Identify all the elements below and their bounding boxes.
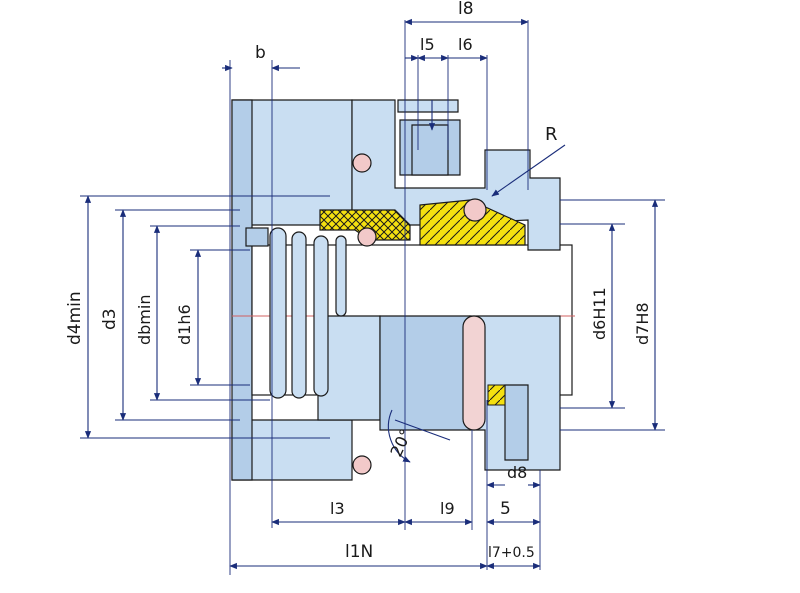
label-l6: l6 (458, 35, 473, 54)
label-d1h6: d1h6 (175, 304, 194, 345)
o-ring-inner (357, 227, 377, 247)
label-d8: d8 (507, 463, 527, 482)
o-ring-seat (463, 198, 487, 222)
label-l1N: l1N (345, 542, 373, 562)
label-d6H11: d6H11 (590, 287, 609, 340)
seat-face-lower (487, 384, 506, 406)
seat-lower (317, 315, 561, 471)
label-b: b (255, 43, 266, 63)
dimension-lines (80, 18, 665, 575)
label-l9: l9 (440, 499, 455, 518)
elastomer-ring (319, 209, 411, 241)
spring (269, 227, 347, 399)
label-d4min: d4min (65, 291, 85, 345)
anti-rotation-pin (462, 315, 486, 431)
label-l3: l3 (330, 499, 345, 518)
label-angle: 20° (386, 426, 415, 460)
drive-pin (245, 227, 269, 247)
label-R: R (545, 124, 558, 145)
label-d7H8: d7H8 (633, 302, 652, 345)
label-l7: l7+0.5 (488, 545, 535, 561)
label-5: 5 (500, 499, 511, 519)
pin-hole (504, 384, 529, 461)
o-ring-top (352, 153, 372, 173)
label-l8: l8 (458, 0, 474, 19)
gland-plate (351, 99, 561, 251)
label-d3: d3 (100, 308, 120, 330)
o-ring-bottom (352, 455, 372, 475)
label-dbmin: dbmin (135, 295, 154, 345)
label-l5: l5 (420, 35, 435, 54)
seal-face (419, 199, 526, 246)
